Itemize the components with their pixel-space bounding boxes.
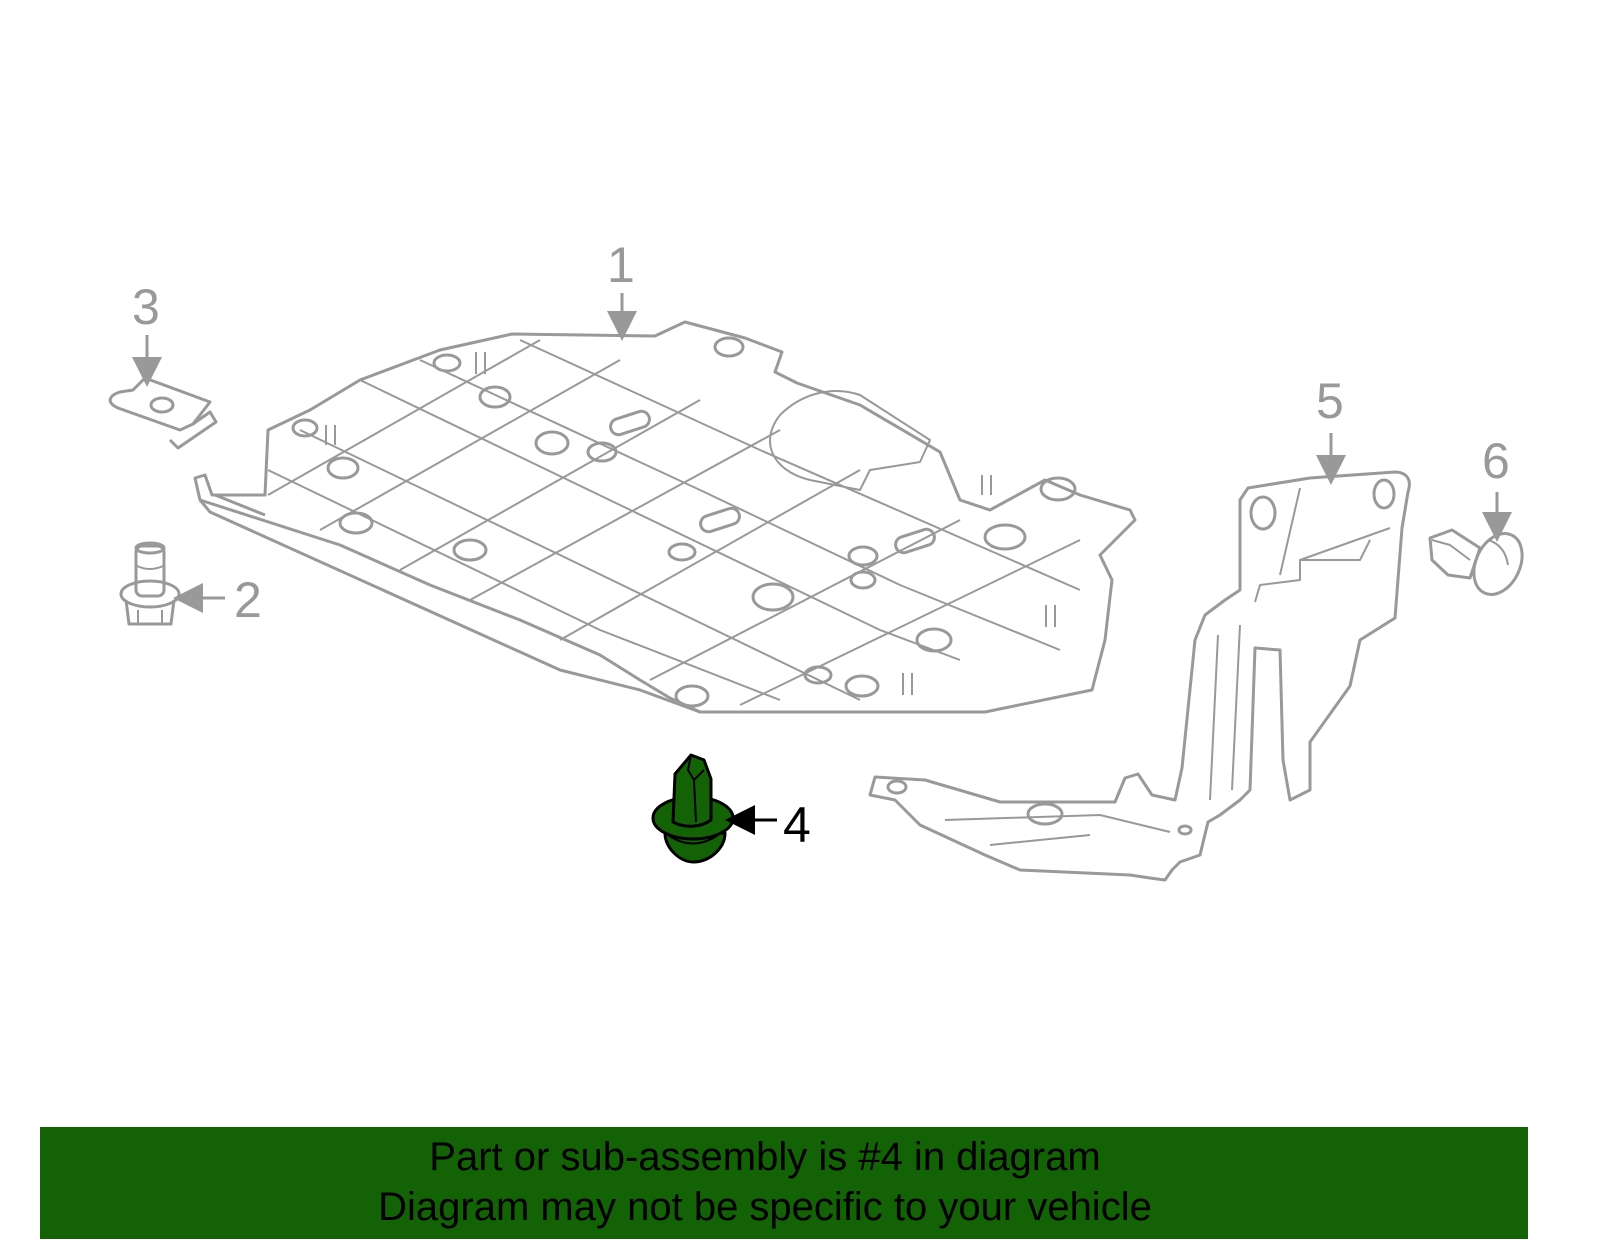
callout-4[interactable]: 4 [783, 797, 811, 853]
callout-2[interactable]: 2 [234, 572, 262, 628]
callout-1[interactable]: 1 [607, 237, 635, 293]
part-5-side-shield[interactable] [868, 470, 1411, 882]
callout-arrows [132, 293, 1512, 835]
part-6-push-pin[interactable] [1428, 526, 1531, 603]
part-3-u-nut[interactable] [108, 376, 218, 450]
part-1-under-cover[interactable] [193, 320, 1137, 714]
part-2-flange-bolt[interactable] [119, 541, 181, 626]
parts-diagram [108, 293, 1531, 882]
callout-3[interactable]: 3 [132, 279, 160, 335]
part-info-banner: Part or sub-assembly is #4 in diagram Di… [40, 1127, 1528, 1239]
banner-part-note: Part or sub-assembly is #4 in diagram [429, 1135, 1101, 1179]
part-4-push-clip[interactable] [651, 753, 735, 864]
callout-6[interactable]: 6 [1482, 433, 1510, 489]
callout-5[interactable]: 5 [1316, 373, 1344, 429]
banner-disclaimer: Diagram may not be specific to your vehi… [378, 1185, 1152, 1229]
